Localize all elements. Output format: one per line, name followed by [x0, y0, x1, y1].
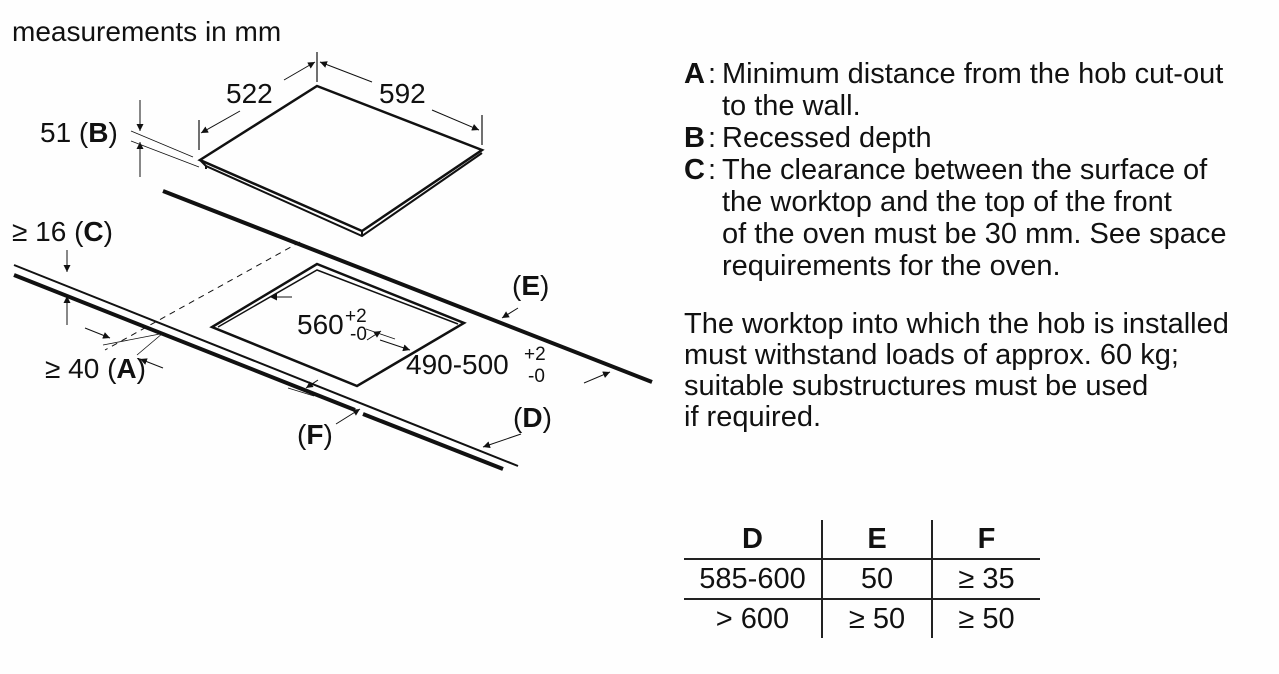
hob-depth-label: 522	[226, 78, 273, 109]
table-cell: 585-600	[699, 562, 806, 595]
table-header-row: D E F	[684, 520, 1040, 559]
hob-width-dimension: 592	[319, 61, 483, 145]
marker-f: (F)	[297, 408, 361, 450]
legend: A: Minimum distance from the hob cut-out…	[684, 58, 1274, 282]
legend-item-a: A: Minimum distance from the hob cut-out…	[684, 58, 1274, 122]
worktop-front-edge	[13, 264, 519, 471]
cutout-depth-dimension: 490-500 +2 -0	[287, 328, 546, 397]
svg-text:≥ 40 (A): ≥ 40 (A)	[45, 353, 146, 384]
projection-dashed-line	[104, 241, 301, 351]
hob-depth-dimension: 522	[198, 52, 318, 150]
hob-width-label: 592	[379, 78, 426, 109]
cutout-width-tol-plus: +2	[345, 306, 367, 327]
svg-text:51 (B): 51 (B)	[40, 117, 118, 148]
legend-text-b: Recessed depth	[722, 122, 932, 154]
legend-key-a: A	[684, 58, 705, 90]
distance-a-key: A	[116, 353, 136, 384]
table-header-e: E	[821, 520, 932, 559]
marker-f-key: F	[306, 419, 323, 450]
marker-d-key: D	[522, 402, 542, 433]
cutout-depth-tol-minus: -0	[528, 366, 545, 387]
table-cell: > 600	[715, 602, 790, 635]
cutout-width-dimension: 560 +2 -0	[270, 293, 411, 352]
svg-text:(F): (F)	[297, 419, 333, 450]
distance-a-prefix: ≥ 40 (	[45, 353, 117, 384]
load-note: The worktop into which the hob is instal…	[684, 308, 1229, 433]
cutout-width-value: 560	[297, 309, 344, 340]
marker-e: (E)	[501, 270, 549, 319]
table-header-d: D	[742, 522, 763, 555]
clearance-c-prefix: ≥ 16 (	[12, 216, 84, 247]
legend-item-c: C: The clearance between the surface of …	[684, 154, 1274, 282]
marker-d: (D)	[482, 371, 611, 449]
table-cell: ≥ 50	[821, 599, 932, 638]
svg-text:(D): (D)	[513, 402, 552, 433]
table-cell: ≥ 50	[931, 599, 1040, 638]
table-row: > 600 ≥ 50 ≥ 50	[684, 599, 1040, 638]
cutout-outline	[209, 262, 467, 388]
cutout-depth-tol-plus: +2	[524, 344, 546, 365]
clearance-c-dimension: ≥ 16 (C)	[12, 216, 113, 325]
legend-key-b: B	[684, 122, 705, 154]
hob-outline	[197, 84, 485, 238]
clearance-table: D E F 585-600 50 ≥ 35 > 600 ≥ 50 ≥ 50	[684, 520, 1040, 638]
marker-e-key: E	[521, 270, 540, 301]
table-header-f: F	[931, 520, 1040, 559]
worktop-back-edge	[162, 189, 653, 384]
cutout-depth-value: 490-500	[406, 349, 509, 380]
clearance-c-key: C	[83, 216, 103, 247]
legend-text-a: Minimum distance from the hob cut-out to…	[722, 58, 1224, 122]
table-cell: 50	[821, 559, 932, 599]
units-label: measurements in mm	[12, 16, 281, 47]
table-cell: ≥ 35	[931, 559, 1040, 599]
recess-depth-dimension: 51 (B)	[40, 100, 200, 177]
legend-item-b: B: Recessed depth	[684, 122, 1274, 154]
recess-label: 51 (	[40, 117, 89, 148]
cutout-width-tol-minus: -0	[350, 324, 367, 345]
svg-text:≥ 16 (C): ≥ 16 (C)	[12, 216, 113, 247]
recess-key: B	[88, 117, 108, 148]
legend-key-c: C	[684, 154, 705, 186]
legend-text-c: The clearance between the surface of the…	[722, 154, 1227, 282]
svg-text:(E): (E)	[512, 270, 549, 301]
distance-a-dimension: ≥ 40 (A)	[45, 327, 166, 384]
table-row: 585-600 50 ≥ 35	[684, 559, 1040, 599]
